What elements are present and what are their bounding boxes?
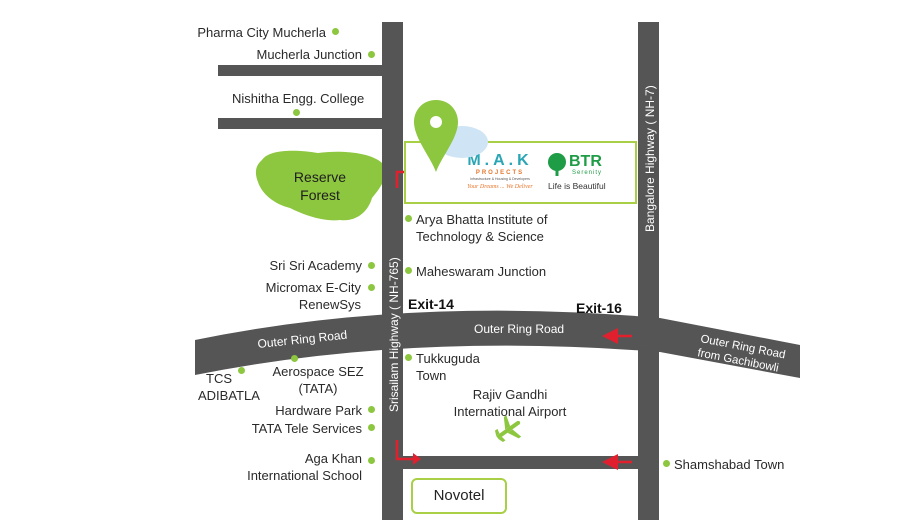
place-marker-dot — [405, 354, 412, 361]
place-marker-dot — [368, 262, 375, 269]
place-tcs-line2: ADIBATLA — [198, 388, 260, 403]
location-pin-icon — [414, 100, 488, 172]
exit-14-label: Exit-14 — [408, 296, 454, 312]
place-shamshabad: Shamshabad Town — [674, 457, 785, 472]
reserve-forest-label: Reserve Forest — [285, 168, 355, 204]
place-marker-dot — [291, 355, 298, 362]
place-tukkuguda-line2: Town — [416, 368, 447, 383]
bangalore-highway-road — [638, 22, 659, 520]
place-tukkuguda-line1: Tukkuguda — [416, 351, 480, 366]
place-pharma-city: Pharma City Mucherla — [197, 25, 326, 40]
srisailam-highway-road — [382, 22, 403, 520]
mak-logo-letters: M.A.K — [467, 152, 533, 169]
place-airport-line1: Rajiv Gandhi — [472, 387, 548, 402]
mak-logo-small: Infrastructure & Housing & Developers — [470, 177, 530, 181]
direction-arrow-icon — [602, 328, 618, 344]
mak-logo-tagline: Your Dreams ... We Deliver — [467, 184, 533, 190]
place-marker-dot — [293, 109, 300, 116]
place-marker-dot — [663, 460, 670, 467]
place-marker-dot — [405, 215, 412, 222]
reserve-forest-area — [255, 150, 386, 221]
place-tata-tele: TATA Tele Services — [251, 421, 362, 436]
exit-16-label: Exit-16 — [576, 300, 622, 316]
place-airport-line2: International Airport — [453, 404, 567, 419]
road-label-srisailam: Srisailam Highway ( NH-765) — [387, 257, 401, 412]
btr-logo-name: BTR — [569, 153, 602, 170]
btr-logo: BTR Serenity Life is Beautiful — [544, 153, 630, 197]
place-arya-bhatta: Arya Bhatta Institute of Technology & Sc… — [416, 211, 548, 245]
place-aerospace-line1: Aerospace SEZ — [272, 364, 364, 379]
place-marker-dot — [368, 284, 375, 291]
mucherla-road — [218, 65, 382, 76]
mak-logo-sub: PROJECTS — [475, 170, 525, 176]
mak-logo: M.A.K PROJECTS Infrastructure & Housing … — [460, 153, 540, 197]
place-aga-khan-line2: International School — [247, 468, 362, 483]
place-tukkuguda: Tukkuguda Town — [416, 350, 480, 384]
nishitha-road — [218, 118, 382, 129]
place-marker-dot — [238, 367, 245, 374]
place-aga-khan: Aga Khan International School — [247, 450, 362, 484]
place-aerospace-sez: Aerospace SEZ (TATA) — [268, 363, 368, 397]
reserve-forest-line1: Reserve — [293, 169, 347, 185]
road-label-orr-east: Outer Ring Road — [474, 322, 564, 336]
place-tcs-line1: TCS — [206, 371, 232, 386]
place-mucherla-junction: Mucherla Junction — [256, 47, 363, 62]
place-airport: Rajiv Gandhi International Airport — [448, 386, 572, 420]
direction-arrow-icon — [413, 453, 421, 465]
place-hardware-park: Hardware Park — [275, 403, 362, 418]
place-marker-dot — [332, 28, 339, 35]
place-micromax-line1: Micromax E-City — [265, 280, 361, 295]
airplane-icon — [494, 415, 522, 443]
place-marker-dot — [368, 406, 375, 413]
place-novotel: Novotel — [411, 478, 507, 514]
road-label-bangalore: Bangalore Highway ( NH-7) — [643, 85, 657, 232]
place-maheswaram-junction: Maheswaram Junction — [416, 264, 547, 279]
place-marker-dot — [405, 267, 412, 274]
tree-icon — [548, 153, 566, 176]
reserve-forest-line2: Forest — [300, 187, 340, 203]
direction-arrow-icon — [602, 454, 618, 470]
place-micromax: Micromax E-City RenewSys — [266, 279, 361, 313]
place-aerospace-line2: (TATA) — [298, 381, 338, 396]
place-marker-dot — [368, 424, 375, 431]
place-sri-sri-academy: Sri Sri Academy — [269, 258, 362, 273]
place-arya-bhatta-line1: Arya Bhatta Institute of — [416, 212, 548, 227]
place-nishitha-college: Nishitha Engg. College — [232, 91, 365, 106]
place-arya-bhatta-line2: Technology & Science — [416, 229, 544, 244]
place-aga-khan-line1: Aga Khan — [304, 451, 362, 466]
direction-arrow-icon — [395, 440, 413, 461]
place-marker-dot — [368, 457, 375, 464]
place-marker-dot — [368, 51, 375, 58]
place-micromax-line2: RenewSys — [298, 297, 361, 312]
place-tcs: TCS ADIBATLA — [198, 370, 260, 404]
outer-ring-road — [195, 310, 800, 378]
btr-logo-sub: Serenity — [572, 170, 603, 176]
novotel-road — [403, 456, 638, 469]
btr-logo-tagline: Life is Beautiful — [548, 181, 606, 191]
